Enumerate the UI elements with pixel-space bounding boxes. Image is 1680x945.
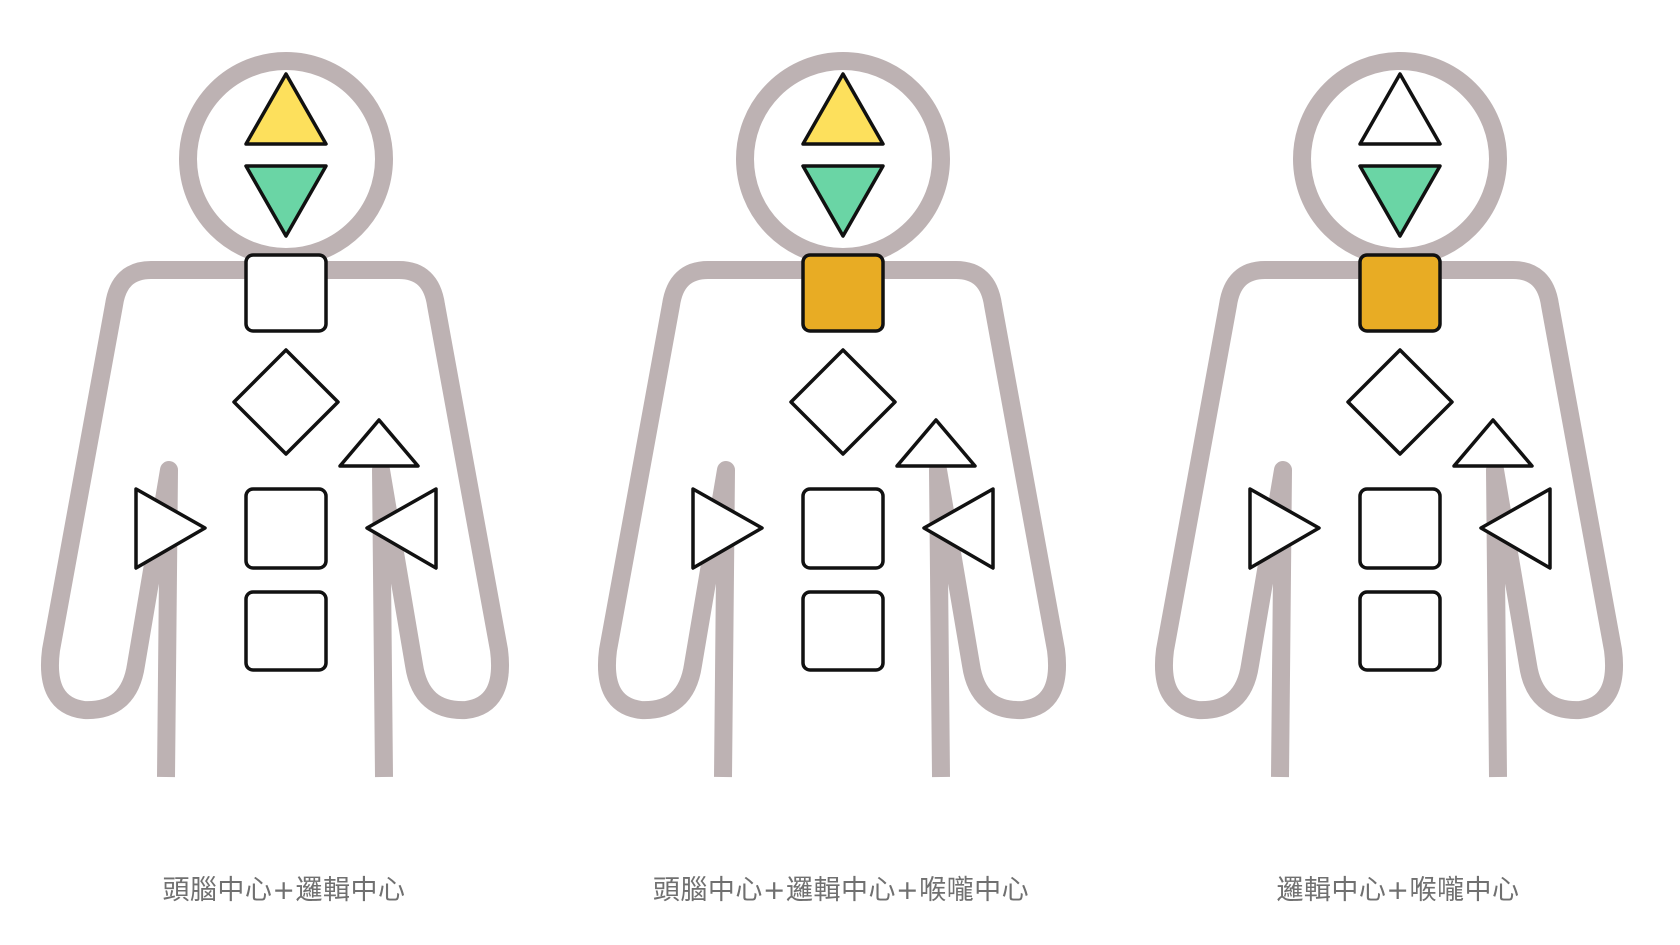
- body-outline: [1155, 261, 1623, 778]
- root-center-square: [801, 590, 885, 672]
- root-center-square: [244, 590, 328, 672]
- figure-3-caption: 邏輯中心+喉嚨中心: [1276, 875, 1520, 906]
- root-center-square: [1358, 590, 1442, 672]
- ajna-center-triangle: [801, 164, 885, 238]
- bodygraph-figure-1: [41, 52, 509, 778]
- ajna-center-triangle: [1358, 164, 1442, 238]
- solar-plexus-center-triangle: [365, 487, 438, 570]
- bodygraph-figure-2: [598, 52, 1066, 778]
- sacral-center-square: [244, 487, 328, 570]
- head-center-triangle: [244, 72, 328, 146]
- throat-center-square: [1358, 253, 1442, 333]
- bodygraph-figure-3: [1155, 52, 1623, 778]
- body-outline: [598, 261, 1066, 778]
- spleen-center-triangle: [691, 487, 764, 570]
- g-center-diamond: [789, 348, 897, 456]
- figure-2-caption: 頭腦中心+邏輯中心+喉嚨中心: [652, 875, 1030, 906]
- body-outline: [41, 261, 509, 778]
- g-center-diamond: [1346, 348, 1454, 456]
- sacral-center-square: [801, 487, 885, 570]
- solar-plexus-center-triangle: [1479, 487, 1552, 570]
- heart-center-triangle: [1452, 418, 1534, 468]
- heart-center-triangle: [895, 418, 977, 468]
- head-center-triangle: [801, 72, 885, 146]
- ajna-center-triangle: [244, 164, 328, 238]
- throat-center-square: [244, 253, 328, 333]
- throat-center-square: [801, 253, 885, 333]
- head-center-triangle: [1358, 72, 1442, 146]
- spleen-center-triangle: [134, 487, 207, 570]
- solar-plexus-center-triangle: [922, 487, 995, 570]
- sacral-center-square: [1358, 487, 1442, 570]
- g-center-diamond: [232, 348, 340, 456]
- heart-center-triangle: [338, 418, 420, 468]
- spleen-center-triangle: [1248, 487, 1321, 570]
- figure-1-caption: 頭腦中心+邏輯中心: [162, 875, 406, 906]
